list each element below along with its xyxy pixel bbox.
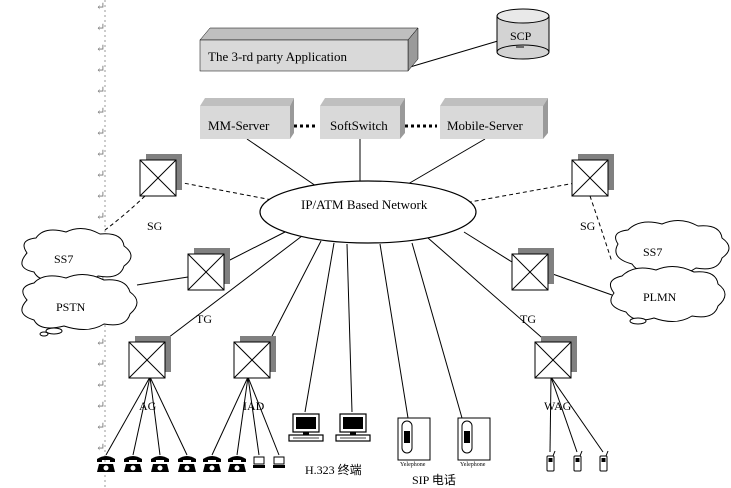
paragraph-mark: ↵ (96, 85, 105, 97)
sg-left-label: SG (147, 219, 163, 233)
paragraph-mark: ↵ (96, 106, 105, 118)
phone-icon (124, 456, 142, 472)
paragraph-mark: ↵ (96, 43, 105, 55)
paragraph-mark: ↵ (96, 190, 105, 202)
phone-icon (178, 456, 196, 472)
link-pstn-tgl (136, 276, 189, 286)
paragraph-mark: ↵ (96, 22, 105, 34)
softswitch-box: SoftSwitch (320, 98, 405, 139)
third-party-application-box: The 3-rd party Application (199, 27, 419, 72)
link-tgr-plmn (546, 271, 613, 296)
sg-right-gateway: SG (571, 154, 614, 233)
softswitch-label: SoftSwitch (330, 118, 388, 133)
third-party-application-label: The 3-rd party Application (208, 49, 347, 64)
sip-phones: Yelephone Yelephone SIP 电话 (397, 417, 491, 487)
link-softswitch-scp (409, 37, 509, 68)
mm-server-label: MM-Server (208, 118, 270, 133)
paragraph-mark: ↵ (96, 400, 105, 412)
paragraph-mark: ↵ (96, 169, 105, 181)
phone-icon (151, 456, 169, 472)
mobile-server-label: Mobile-Server (447, 118, 523, 133)
mm-server-box: MM-Server (200, 98, 294, 139)
dashed-links (104, 181, 613, 263)
sg-left-gateway: SG (139, 154, 182, 233)
scp-label: SCP (510, 29, 532, 43)
sip-label: SIP 电话 (412, 473, 456, 487)
tg-right-label: TG (520, 312, 536, 326)
sip-phone-icon (397, 417, 431, 461)
link-pc1-network (304, 242, 335, 413)
paragraph-mark: ↵ (96, 211, 105, 223)
scp-database: SCP (496, 8, 550, 60)
tg-left-label: TG (196, 312, 212, 326)
paragraph-mark: ↵ (96, 64, 105, 76)
ss7-right-label: SS7 (643, 245, 662, 259)
phone-icon (97, 456, 115, 472)
link-pc2-network (346, 243, 353, 413)
ag-gateway: AG (128, 336, 171, 413)
phone-icon (203, 456, 221, 472)
sg-right-label: SG (580, 219, 596, 233)
pstn-cloud: PSTN (21, 274, 138, 337)
link-mobile-network (407, 138, 486, 185)
tg-left-gateway: TG (187, 248, 230, 326)
network-label: IP/ATM Based Network (301, 197, 428, 212)
tg-right-gateway: TG (511, 248, 554, 326)
link-ag-network (159, 235, 303, 345)
paragraph-mark: ↵ (96, 442, 105, 454)
plmn-cloud: PLMN (609, 266, 726, 325)
computer-icon (288, 413, 324, 442)
phone-icon (228, 456, 246, 472)
ag-label: AG (139, 399, 157, 413)
link-tgl-network (223, 231, 286, 264)
mobile-phone-icon (546, 450, 556, 472)
h323-terminals: H.323 终端 (288, 413, 371, 477)
pstn-label: PSTN (56, 300, 86, 314)
h323-label: H.323 终端 (305, 462, 362, 477)
paragraph-mark: ↵ (96, 1, 105, 13)
paragraph-mark: ↵ (96, 148, 105, 160)
paragraph-mark: ↵ (96, 358, 105, 370)
iad-gateway: IAD (233, 336, 276, 413)
iad-terminals (203, 456, 286, 472)
sip-phone-icon (457, 417, 491, 461)
link-sip2-network (411, 242, 463, 419)
connection-lines (105, 37, 613, 456)
link-mm-network (246, 138, 317, 187)
wag-label: WAG (544, 399, 572, 413)
laptop-icon (252, 456, 266, 469)
link-sgl-network (177, 181, 273, 201)
link-sgr-network (469, 182, 576, 203)
mobile-phones (546, 450, 609, 472)
plmn-label: PLMN (643, 290, 677, 304)
link-sip1-network (379, 243, 409, 419)
sip-phone-caption: Yelephone (460, 462, 486, 468)
mobile-phone-icon (573, 450, 583, 472)
link-wag-network (427, 237, 549, 344)
computer-icon (335, 413, 371, 442)
ss7-left-cloud: SS7 (21, 228, 132, 282)
ip-atm-network: IP/ATM Based Network (259, 180, 477, 244)
paragraph-mark: ↵ (96, 379, 105, 391)
ss7-left-label: SS7 (54, 252, 73, 266)
ss7-right-cloud: SS7 (615, 220, 730, 274)
paragraph-mark: ↵ (96, 127, 105, 139)
link-tgr-network (463, 231, 513, 263)
sip-phone-caption: Yelephone (400, 462, 426, 468)
paragraph-mark: ↵ (96, 337, 105, 349)
wag-gateway: WAG (534, 336, 577, 413)
paragraph-mark: ↵ (96, 421, 105, 433)
laptop-icon (272, 456, 286, 469)
mobile-server-box: Mobile-Server (440, 98, 548, 139)
link-iad-network (267, 240, 322, 345)
iad-label: IAD (243, 399, 265, 413)
ag-phones (97, 456, 196, 472)
mobile-phone-icon (599, 450, 609, 472)
link-sgl-ss7 (104, 195, 146, 231)
